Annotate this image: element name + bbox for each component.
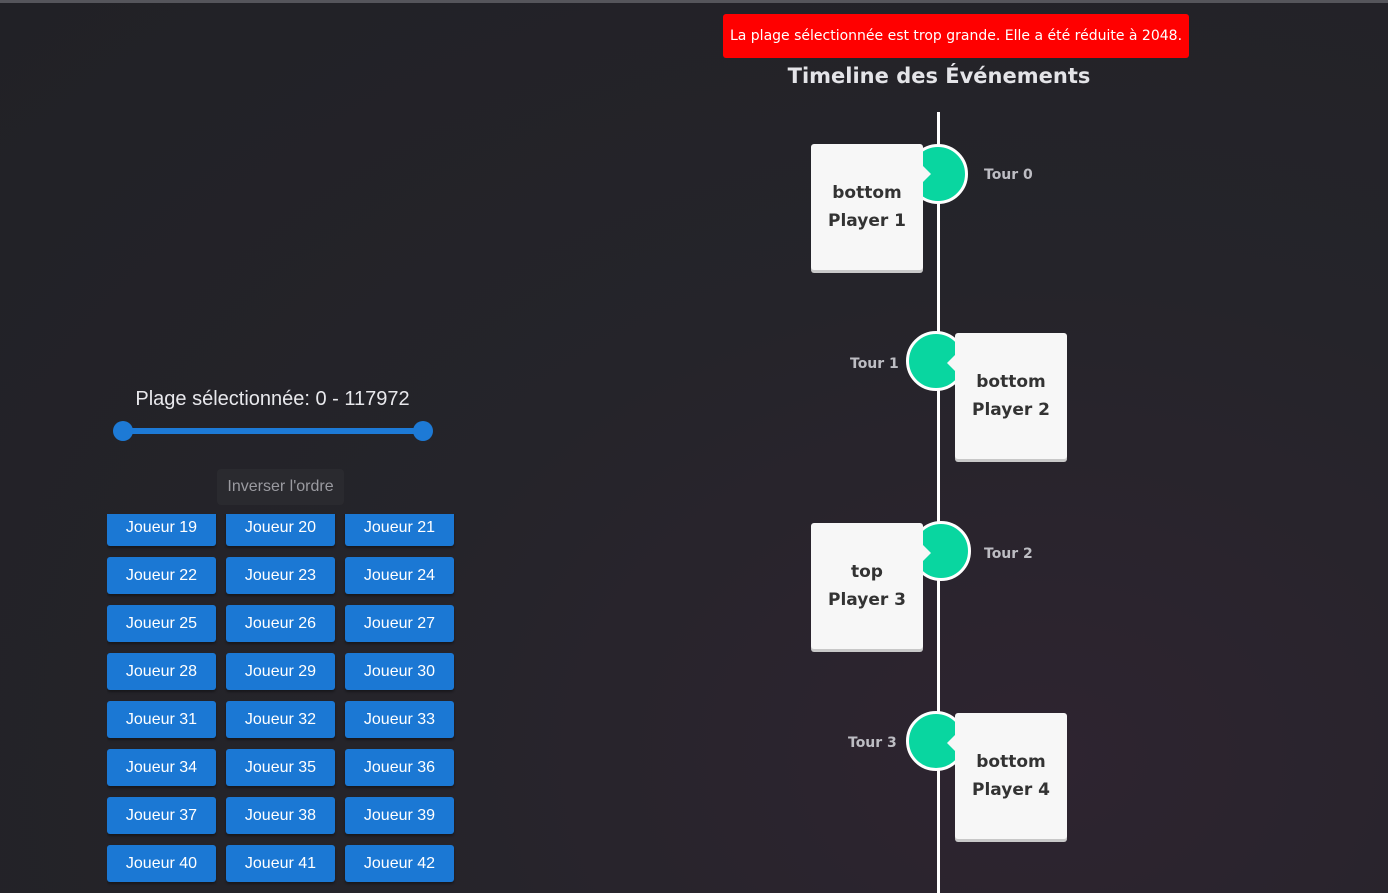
player-button[interactable]: Joueur 41 <box>226 845 335 882</box>
card-pointer <box>947 355 955 371</box>
timeline-line <box>937 112 940 893</box>
card-pointer <box>923 545 931 561</box>
card-pointer <box>923 166 931 182</box>
invert-order-label: Inverser l'ordre <box>227 478 334 495</box>
player-button[interactable]: Joueur 31 <box>107 701 216 738</box>
tour-label-1: Tour 1 <box>850 356 899 372</box>
player-button[interactable]: Joueur 30 <box>345 653 454 690</box>
event-position: bottom <box>976 752 1046 772</box>
invert-order-button[interactable]: Inverser l'ordre <box>217 469 344 505</box>
player-button[interactable]: Joueur 40 <box>107 845 216 882</box>
player-button[interactable]: Joueur 24 <box>345 557 454 594</box>
event-card-2[interactable]: top Player 3 <box>811 523 931 649</box>
event-player: Player 4 <box>972 780 1050 800</box>
range-start-handle[interactable] <box>113 421 133 441</box>
player-button[interactable]: Joueur 23 <box>226 557 335 594</box>
player-button[interactable]: Joueur 28 <box>107 653 216 690</box>
tour-label-0: Tour 0 <box>984 167 1033 183</box>
player-button[interactable]: Joueur 19 <box>107 514 216 546</box>
player-button[interactable]: Joueur 22 <box>107 557 216 594</box>
event-position: bottom <box>976 372 1046 392</box>
event-card-3[interactable]: bottom Player 4 <box>947 713 1067 839</box>
tour-label-2: Tour 2 <box>984 546 1033 562</box>
player-button[interactable]: Joueur 32 <box>226 701 335 738</box>
player-button[interactable]: Joueur 21 <box>345 514 454 546</box>
player-button[interactable]: Joueur 27 <box>345 605 454 642</box>
player-button[interactable]: Joueur 35 <box>226 749 335 786</box>
event-card-0[interactable]: bottom Player 1 <box>811 144 931 270</box>
range-end-handle[interactable] <box>413 421 433 441</box>
event-player: Player 1 <box>828 211 906 231</box>
player-button[interactable]: Joueur 37 <box>107 797 216 834</box>
player-button[interactable]: Joueur 26 <box>226 605 335 642</box>
player-button[interactable]: Joueur 42 <box>345 845 454 882</box>
player-button[interactable]: Joueur 34 <box>107 749 216 786</box>
card-pointer <box>947 735 955 751</box>
player-button[interactable]: Joueur 29 <box>226 653 335 690</box>
range-slider-track[interactable] <box>123 428 423 434</box>
event-position: top <box>851 562 883 582</box>
event-player: Player 2 <box>972 400 1050 420</box>
range-warning-alert: La plage sélectionnée est trop grande. E… <box>723 14 1189 58</box>
player-button[interactable]: Joueur 33 <box>345 701 454 738</box>
window-top-border <box>0 0 1388 3</box>
timeline-title: Timeline des Événements <box>787 64 1091 88</box>
alert-text: La plage sélectionnée est trop grande. E… <box>729 28 1183 44</box>
player-button[interactable]: Joueur 25 <box>107 605 216 642</box>
event-player: Player 3 <box>828 590 906 610</box>
player-button[interactable]: Joueur 20 <box>226 514 335 546</box>
tour-label-3: Tour 3 <box>848 735 897 751</box>
player-button[interactable]: Joueur 38 <box>226 797 335 834</box>
player-button[interactable]: Joueur 36 <box>345 749 454 786</box>
player-button[interactable]: Joueur 39 <box>345 797 454 834</box>
event-position: bottom <box>832 183 902 203</box>
players-grid: Joueur 19 Joueur 20 Joueur 21 Joueur 22 Joue… <box>107 514 457 893</box>
range-label: Plage sélectionnée: 0 - 117972 <box>135 388 410 410</box>
event-card-1[interactable]: bottom Player 2 <box>947 333 1067 459</box>
